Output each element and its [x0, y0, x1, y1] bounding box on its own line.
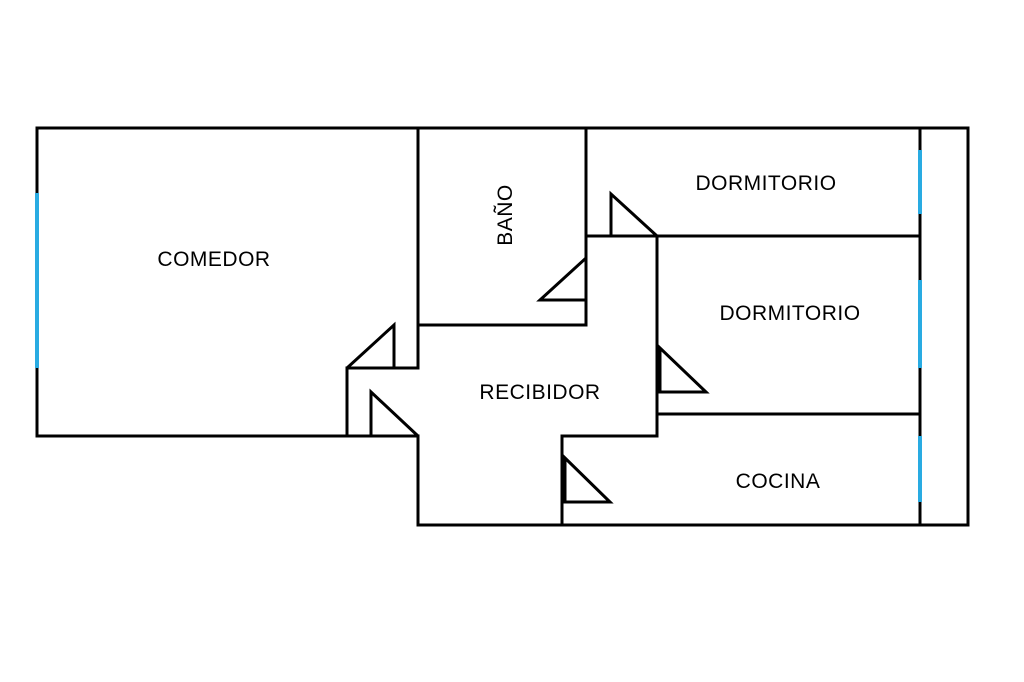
- door-comedor-lower: [369, 388, 420, 438]
- room-label-dormitorio-1: DORMITORIO: [695, 172, 836, 195]
- door-dormitorio-2: [658, 344, 710, 394]
- room-labels: COMEDOR BAÑO DORMITORIO DORMITORIO RECIB…: [157, 172, 860, 493]
- door-bano: [536, 254, 588, 302]
- room-label-bano: BAÑO: [493, 184, 517, 246]
- door-dormitorio-1: [609, 190, 661, 238]
- doors: [345, 190, 710, 504]
- room-label-dormitorio-2: DORMITORIO: [719, 302, 860, 325]
- windows: [35, 150, 922, 502]
- door-comedor-upper: [345, 321, 396, 370]
- room-label-comedor: COMEDOR: [157, 248, 270, 271]
- room-label-cocina: COCINA: [736, 470, 821, 493]
- interior-walls: [345, 126, 922, 527]
- door-cocina: [563, 454, 614, 504]
- room-label-recibidor: RECIBIDOR: [479, 381, 600, 404]
